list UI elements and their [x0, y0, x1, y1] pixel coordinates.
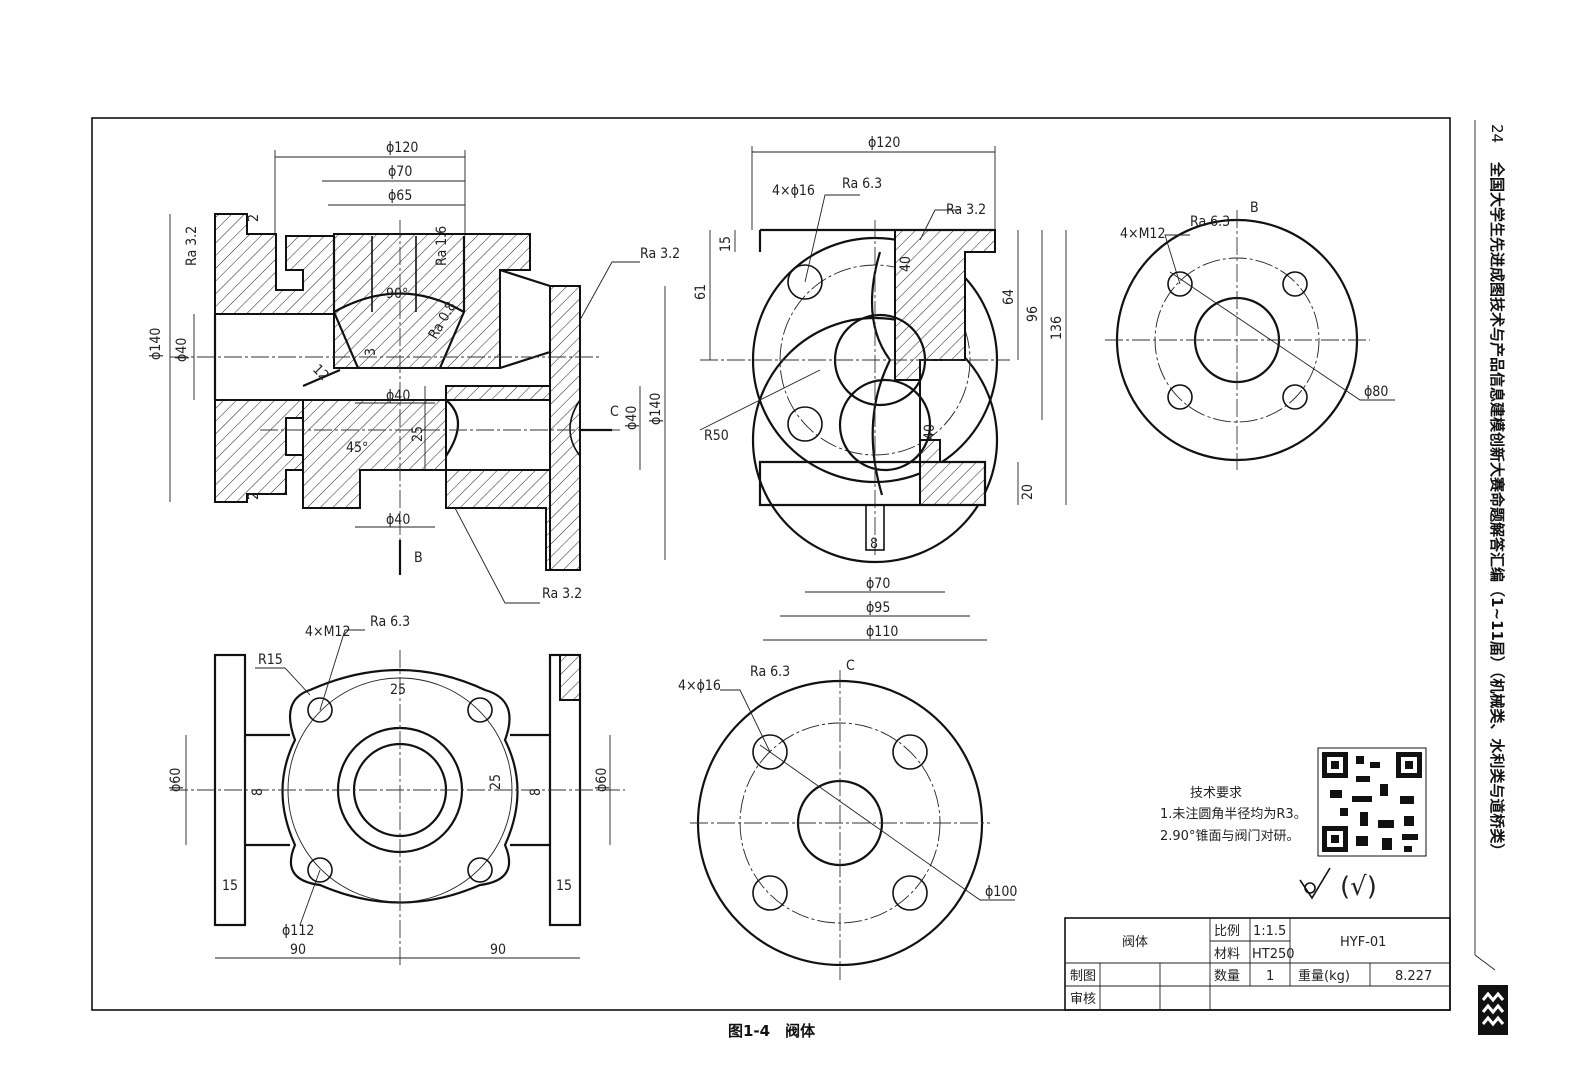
label-4xphi16-c: 4×ϕ16 [678, 678, 721, 694]
drawing-frame [91, 117, 1451, 1011]
qr-code [1317, 747, 1427, 857]
view-b: B 4×M12 Ra 6.3 ϕ80 [1105, 200, 1395, 470]
dim-top-8-left: 8 [250, 788, 266, 796]
roughness-b-ra63: Ra 6.3 [1190, 214, 1230, 230]
dim-b-phi80: ϕ80 [1364, 384, 1388, 400]
roughness-c-ra63: Ra 6.3 [750, 664, 790, 680]
dim-25: 25 [410, 426, 426, 442]
publisher-logo [1478, 985, 1508, 1035]
dim-c-phi100: ϕ100 [985, 884, 1017, 900]
dim-top-phi60-left: ϕ60 [168, 768, 184, 792]
dim-top-phi112: ϕ112 [282, 923, 314, 939]
dim-side-96: 96 [1025, 306, 1041, 322]
dim-side-phi70: ϕ70 [866, 576, 890, 592]
drawing-number: HYF-01 [1340, 935, 1386, 950]
dim-angle-90: 90° [386, 286, 408, 302]
tech-req-item-1: 1.未注圆角半径均为R3。 [1160, 807, 1307, 822]
dim-top-8-right: 8 [528, 788, 544, 796]
dim-top-phi60-right: ϕ60 [594, 768, 610, 792]
scale-label: 比例 [1214, 924, 1240, 939]
view-b-label: B [1250, 200, 1259, 216]
dim-phi65: ϕ65 [388, 188, 412, 204]
tech-req-title: 技术要求 [1190, 786, 1242, 801]
section-label-c: C [610, 404, 619, 420]
scale-value: 1:1.5 [1253, 924, 1286, 939]
dim-top-r15: R15 [258, 652, 283, 668]
dim-side-phi110: ϕ110 [866, 624, 898, 640]
dim-angle-45: 45° [346, 440, 368, 456]
dim-3: 3 [363, 348, 379, 356]
dim-top-15-right: 15 [556, 878, 572, 894]
roughness-ra32-right: Ra 3.2 [640, 246, 680, 262]
top-view: 4×M12 Ra 6.3 R15 25 25 ϕ60 8 8 ϕ60 15 15… [168, 614, 625, 965]
roughness-top-ra63: Ra 6.3 [370, 614, 410, 630]
weight-label: 重量(kg) [1298, 968, 1350, 984]
roughness-ra16: Ra 1.6 [434, 226, 450, 266]
quantity-value: 1 [1266, 969, 1274, 984]
roughness-side-ra63: Ra 6.3 [842, 176, 882, 192]
surface-finish-symbol: (√) [1299, 867, 1377, 902]
material-label: 材料 [1214, 947, 1240, 962]
dim-side-61: 61 [693, 284, 709, 300]
tech-req-item-2: 2.90°锥面与阀门对研。 [1160, 829, 1299, 844]
dim-side-64: 64 [1001, 289, 1017, 305]
page-number: 24 [1488, 124, 1506, 143]
roughness-side-ra32: Ra 3.2 [946, 202, 986, 218]
dim-top-25-v: 25 [488, 774, 504, 790]
dim-phi140-left: ϕ140 [148, 328, 164, 360]
dim-phi40-bottom: ϕ40 [386, 512, 410, 528]
weight-value: 8.227 [1395, 969, 1432, 984]
dim-phi40-mid: ϕ40 [386, 388, 410, 404]
dim-side-20: 20 [1020, 484, 1036, 500]
dim-side-r50: R50 [704, 428, 729, 444]
roughness-ra32-bottom: Ra 3.2 [542, 586, 582, 602]
material-value: HT250 [1252, 947, 1295, 962]
dim-phi70: ϕ70 [388, 164, 412, 180]
dim-phi140-right: ϕ140 [648, 393, 664, 425]
dim-side-136: 136 [1049, 316, 1065, 340]
drawn-by-label: 制图 [1070, 969, 1096, 984]
technical-requirements: 技术要求 1.未注圆角半径均为R3。 2.90°锥面与阀门对研。 [1160, 786, 1307, 844]
checked-by-label: 审核 [1070, 992, 1096, 1007]
dim-2-top: 2 [246, 214, 262, 222]
label-4xm12-b: 4×M12 [1120, 226, 1165, 242]
section-label-b: B [414, 550, 423, 566]
dim-phi120: ϕ120 [386, 140, 418, 156]
book-title: 全国大学生先进成图技术与产品信息建模创新大赛命题解答汇编（1~11届）（机械类、… [1488, 161, 1506, 858]
dim-top-90-right: 90 [490, 942, 506, 958]
figure-caption: 图1-4 阀体 [728, 1022, 816, 1040]
label-4xphi16: 4×ϕ16 [772, 183, 815, 199]
dim-side-8: 8 [870, 536, 878, 552]
quantity-label: 数量 [1214, 969, 1240, 984]
dim-side-40-top: 40 [898, 256, 914, 272]
dim-side-phi95: ϕ95 [866, 600, 890, 616]
view-c-label: C [846, 658, 855, 674]
dim-side-15: 15 [718, 236, 734, 252]
part-name: 阀体 [1122, 935, 1148, 950]
dim-phi40-left: ϕ40 [174, 338, 190, 362]
title-block: 阀体 比例 1:1.5 材料 HT250 HYF-01 制图 审核 数量 1 重… [1064, 917, 1451, 1011]
dim-2-bottom: 2 [246, 492, 262, 500]
view-c: C 4×ϕ16 Ra 6.3 ϕ100 [678, 658, 1017, 980]
side-view: ϕ120 4×ϕ16 Ra 6.3 Ra 3.2 15 61 40 64 96 … [693, 135, 1067, 641]
dim-phi40-right: ϕ40 [624, 406, 640, 430]
dim-top-15-left: 15 [222, 878, 238, 894]
label-4xm12-top: 4×M12 [305, 624, 350, 640]
dim-top-90-left: 90 [290, 942, 306, 958]
dim-side-phi120: ϕ120 [868, 135, 900, 151]
roughness-ra32-left: Ra 3.2 [184, 226, 200, 266]
front-section-view: ϕ120 ϕ70 ϕ65 ϕ140 ϕ40 ϕ40 ϕ40 ϕ40 ϕ140 2… [148, 140, 680, 604]
dim-side-40-bottom: 40 [922, 424, 938, 440]
dim-top-25-h: 25 [390, 682, 406, 698]
surface-symbol-general: (√) [1340, 872, 1377, 902]
